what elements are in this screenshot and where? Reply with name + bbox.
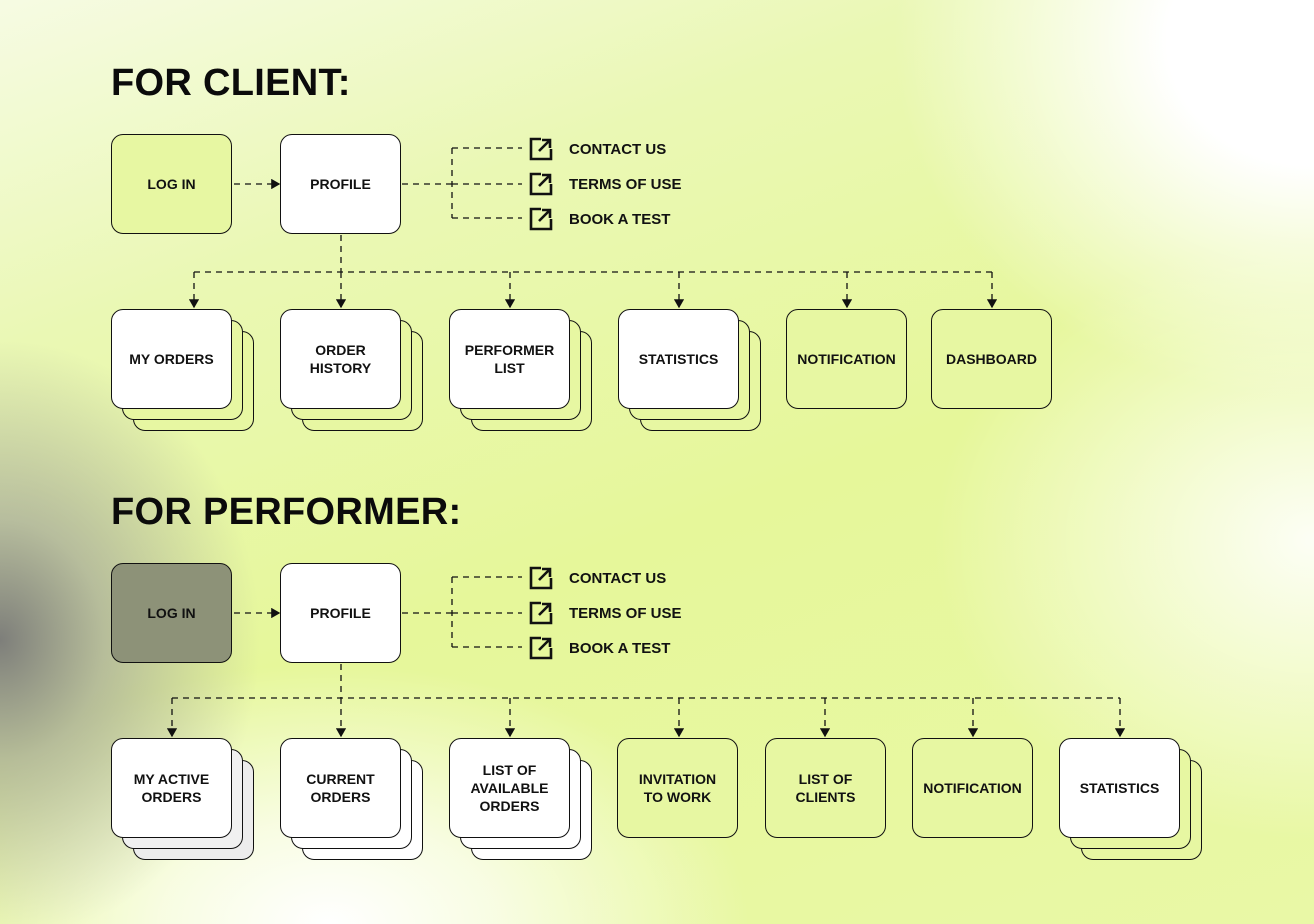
client-node-order-history: ORDER HISTORY [280,309,401,409]
link-label: TERMS OF USE [569,175,682,193]
external-link-icon [529,636,553,660]
client-login-node: LOG IN [111,134,232,234]
link-label: BOOK A TEST [569,639,671,657]
performer-node-notification: NOTIFICATION [912,738,1033,838]
performer-login-node: LOG IN [111,563,232,663]
client-section-title: FOR CLIENT: [111,62,351,104]
external-link-icon [529,172,553,196]
link-label: CONTACT US [569,569,667,587]
performer-node-list-of-clients: LIST OF CLIENTS [765,738,886,838]
external-link-icon [529,601,553,625]
client-link-contact-us: CONTACT US [528,136,666,162]
performer-link-book-a-test: BOOK A TEST [528,635,670,661]
client-profile-node: PROFILE [280,134,401,234]
performer-node-invitation-to-work: INVITATION TO WORK [617,738,738,838]
performer-node-list-of-available-orders: LIST OF AVAILABLE ORDERS [449,738,570,838]
external-link-icon [529,207,553,231]
external-link-icon [529,137,553,161]
link-label: BOOK A TEST [569,210,671,228]
performer-link-terms-of-use: TERMS OF USE [528,600,682,626]
performer-node-statistics: STATISTICS [1059,738,1180,838]
client-node-my-orders: MY ORDERS [111,309,232,409]
performer-section-title: FOR PERFORMER: [111,491,462,533]
client-node-statistics: STATISTICS [618,309,739,409]
client-node-dashboard: DASHBOARD [931,309,1052,409]
link-label: CONTACT US [569,140,667,158]
client-node-performer-list: PERFORMER LIST [449,309,570,409]
client-node-notification: NOTIFICATION [786,309,907,409]
client-link-terms-of-use: TERMS OF USE [528,171,682,197]
client-link-book-a-test: BOOK A TEST [528,206,670,232]
performer-node-current-orders: CURRENT ORDERS [280,738,401,838]
performer-node-my-active-orders: MY ACTIVE ORDERS [111,738,232,838]
performer-profile-node: PROFILE [280,563,401,663]
link-label: TERMS OF USE [569,604,682,622]
external-link-icon [529,566,553,590]
performer-link-contact-us: CONTACT US [528,565,666,591]
